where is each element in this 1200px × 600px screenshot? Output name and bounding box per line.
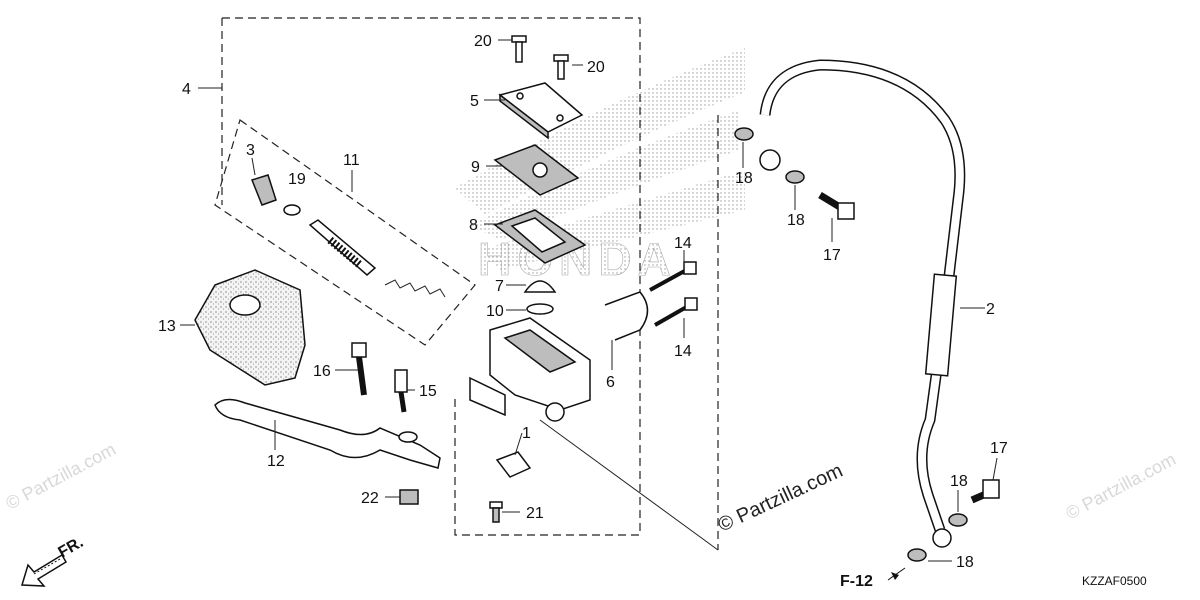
callout-17-lower: 17 — [990, 440, 1008, 457]
callout-7: 7 — [495, 278, 504, 295]
part-14-bolt-upper — [649, 261, 697, 292]
diagram-code: KZZAF0500 — [1082, 574, 1147, 588]
callout-1: 1 — [522, 425, 531, 442]
part-14-bolt-lower — [654, 297, 698, 327]
callout-8: 8 — [469, 217, 478, 234]
section-reference-label: F-12 — [840, 573, 873, 590]
callout-20-upper: 20 — [474, 33, 492, 50]
callout-14-lower: 14 — [674, 343, 692, 360]
part-2-brake-hose — [759, 59, 966, 548]
piston-kit-box — [214, 119, 476, 346]
callout-3: 3 — [246, 142, 255, 159]
part-13-lever-cover — [194, 269, 306, 386]
group-outlines — [214, 17, 719, 550]
part-12-brake-lever — [214, 398, 441, 469]
part-10-circlip — [526, 303, 554, 315]
callout-17-upper: 17 — [823, 247, 841, 264]
callout-22: 22 — [361, 490, 379, 507]
front-direction-indicator: FR. — [21, 534, 86, 587]
callout-15: 15 — [419, 383, 437, 400]
part-8-diaphragm — [493, 209, 587, 264]
callout-12: 12 — [267, 453, 285, 470]
callout-19: 19 — [288, 171, 306, 188]
part-16-bolt — [351, 342, 367, 396]
callout-4: 4 — [182, 81, 191, 98]
callout-18-c: 18 — [950, 473, 968, 490]
callout-16: 16 — [313, 363, 331, 380]
front-arrow-icon — [21, 553, 68, 587]
master-cylinder-group-box — [222, 17, 641, 536]
callout-20-lower: 20 — [587, 59, 605, 76]
callout-10: 10 — [486, 303, 504, 320]
callout-2: 2 — [986, 301, 995, 318]
callout-11: 11 — [343, 152, 360, 169]
part-15-pivot-bolt — [394, 369, 408, 413]
callout-18-d: 18 — [956, 554, 974, 571]
part-9-diaphragm-plate — [493, 144, 580, 196]
part-20-screw-top — [511, 35, 527, 63]
callout-labels: 1 2 3 4 5 6 7 8 9 10 11 12 13 14 14 15 1… — [158, 33, 1008, 571]
part-22-nut — [399, 489, 419, 505]
part-1-brake-switch — [495, 451, 532, 478]
part-18-washers — [734, 127, 968, 562]
callout-18-a: 18 — [735, 170, 753, 187]
faint-watermark-left: © Partzilla.com — [2, 439, 118, 514]
part-11-spring — [384, 279, 446, 298]
part-3-boot — [251, 174, 277, 206]
part-20-screw-right — [553, 54, 569, 80]
callout-5: 5 — [470, 93, 479, 110]
callout-9: 9 — [471, 159, 480, 176]
part-21-screw — [489, 501, 503, 523]
part-19-circlip — [283, 204, 301, 216]
leader-lines — [180, 39, 998, 562]
master-cylinder-body — [469, 317, 591, 422]
part-11-piston — [308, 219, 377, 276]
faint-watermark-right: © Partzilla.com — [1062, 449, 1178, 524]
callout-21: 21 — [526, 505, 544, 522]
part-5-reservoir-cap — [498, 82, 584, 140]
part-17-bolt-upper — [818, 192, 855, 220]
part-7-float — [523, 280, 557, 293]
callout-18-b: 18 — [787, 212, 805, 229]
part-17-bolt-lower — [970, 479, 1000, 504]
callout-14-upper: 14 — [674, 235, 692, 252]
part-6-holder — [604, 291, 649, 341]
partzilla-watermark: © Partzilla.com — [715, 460, 846, 537]
section-reference: F-12 — [840, 567, 906, 590]
callout-13: 13 — [158, 318, 176, 335]
reference-arrow-icon — [891, 572, 899, 580]
callout-6: 6 — [606, 374, 615, 391]
